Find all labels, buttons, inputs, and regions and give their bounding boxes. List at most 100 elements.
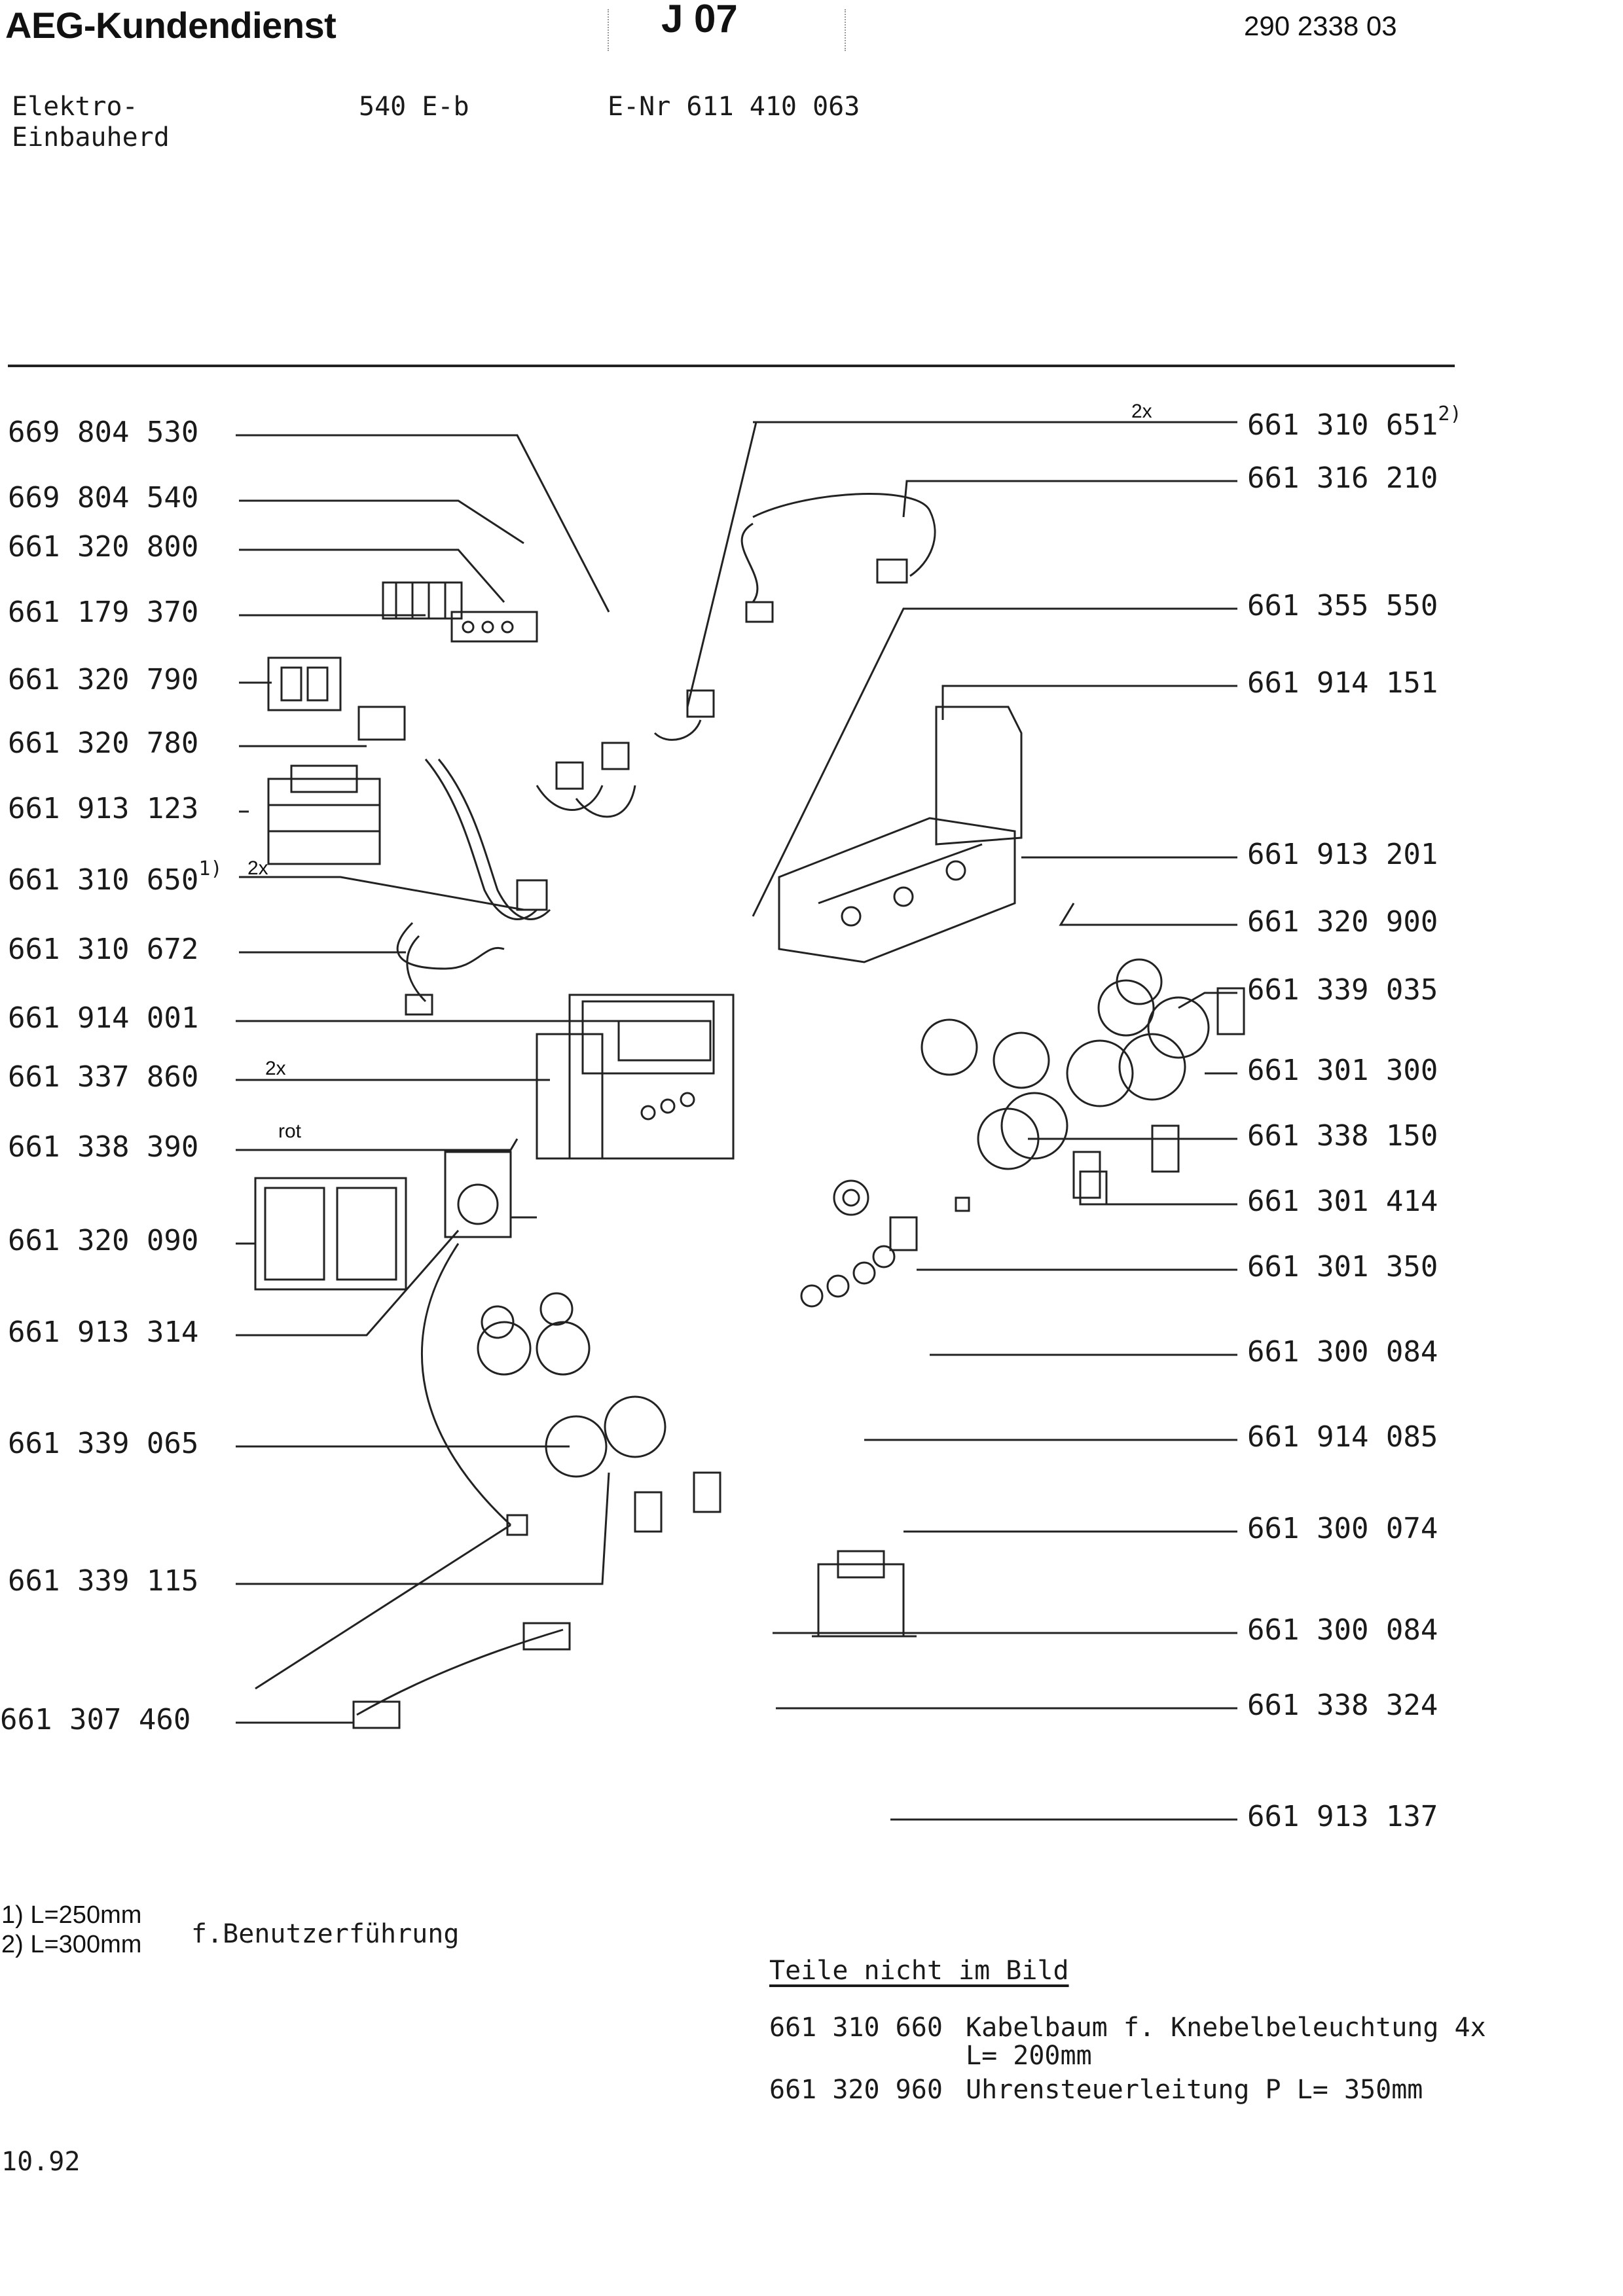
right-part-number: 661 338 324	[1247, 1689, 1438, 1722]
right-part-number: 661 310 6512)	[1247, 403, 1462, 442]
part-number-text: 661 320 780	[8, 726, 199, 760]
right-leader-line	[1059, 903, 1237, 926]
part-number-text: 669 804 530	[8, 416, 199, 449]
part-number-text: 661 320 090	[8, 1224, 199, 1257]
right-part-number: 661 300 074	[1247, 1512, 1438, 1545]
not-shown-item-2-desc: Uhrensteuerleitung P L= 350mm	[966, 2075, 1423, 2105]
footnote-marker: 1)	[198, 857, 223, 880]
part-number-text: 661 310 650	[8, 863, 199, 897]
left-part-number: 661 310 672	[8, 933, 198, 966]
right-leader-line	[686, 421, 1237, 708]
relay-block-icon	[267, 656, 342, 711]
left-leader-line	[236, 1138, 519, 1151]
left-part-number: 661 320 800	[8, 530, 198, 564]
left-part-number: 669 804 530	[8, 416, 198, 449]
footnote-1: 1) L=250mm	[1, 1901, 142, 1929]
part-number-text: 661 310 651	[1247, 408, 1438, 442]
small-connector-icon	[357, 706, 406, 741]
part-number-text: 661 913 201	[1247, 838, 1438, 871]
left-part-number: 661 320 790	[8, 663, 198, 696]
right-part-number: 661 316 210	[1247, 461, 1438, 495]
part-number-text: 661 320 900	[1247, 905, 1438, 939]
right-part-number: 661 339 035	[1247, 973, 1438, 1007]
right-part-number: 661 320 900	[1247, 905, 1438, 939]
tag-box-left	[608, 9, 609, 51]
cable-harness-icon	[740, 493, 936, 623]
left-leader-line	[236, 1472, 610, 1585]
right-part-number: 661 914 085	[1247, 1420, 1438, 1454]
left-part-number: 661 913 314	[8, 1316, 198, 1349]
not-shown-heading: Teile nicht im Bild	[769, 1956, 1069, 1986]
control-board-icon	[778, 706, 1023, 963]
knob-cluster-left-icon	[477, 1292, 666, 1478]
part-number-text: 661 337 860	[8, 1060, 199, 1094]
left-leader-line	[239, 548, 505, 603]
left-leader-line	[236, 1230, 460, 1336]
not-shown-item-2-number: 661 320 960	[769, 2075, 943, 2105]
right-part-number: 661 301 414	[1247, 1185, 1438, 1218]
part-number-text: 661 300 074	[1247, 1512, 1438, 1545]
part-number-text: 661 316 210	[1247, 461, 1438, 495]
left-part-number: 661 320 780	[8, 726, 198, 760]
part-number-text: 661 320 800	[8, 530, 199, 564]
qty-annotation-860: 2x	[265, 1058, 286, 1079]
part-number-text: 661 914 001	[8, 1001, 199, 1035]
right-part-number: 661 914 151	[1247, 666, 1438, 700]
left-part-number: 661 338 390	[8, 1130, 198, 1164]
left-part-number: 661 339 115	[8, 1564, 198, 1598]
part-number-text: 661 914 085	[1247, 1420, 1438, 1454]
right-leader-line	[902, 480, 1237, 518]
right-part-number: 661 338 150	[1247, 1119, 1438, 1153]
right-part-number: 661 355 550	[1247, 589, 1438, 622]
part-number-text: 661 320 790	[8, 663, 199, 696]
footnote-marker: 2)	[1438, 403, 1462, 425]
product-type-line2: Einbauherd	[12, 122, 170, 152]
part-number-text: 661 355 550	[1247, 589, 1438, 622]
plug-cables-icon	[536, 689, 715, 818]
timer-motor-icon	[444, 1151, 537, 1238]
part-number-text: 661 300 084	[1247, 1613, 1438, 1647]
right-leader-line	[941, 685, 1237, 720]
right-leader-line	[752, 607, 1237, 917]
right-leader-line	[1178, 992, 1237, 1009]
left-part-number: 661 914 001	[8, 1001, 198, 1035]
part-number-text: 661 913 137	[1247, 1800, 1438, 1833]
terminal-strip-icon	[450, 611, 538, 643]
header-rule	[8, 365, 1455, 367]
right-part-number: 661 300 084	[1247, 1335, 1438, 1369]
part-number-text: 661 307 460	[0, 1703, 191, 1736]
part-number-text: 661 301 300	[1247, 1054, 1438, 1087]
brand-title: AEG-Kundendienst	[5, 5, 337, 46]
transformer-icon	[267, 764, 381, 865]
part-number-text: 661 300 084	[1247, 1335, 1438, 1369]
qty-annotation-650: 2x	[247, 857, 268, 879]
part-number-text: 661 301 350	[1247, 1250, 1438, 1283]
left-part-number: 661 339 065	[8, 1427, 198, 1460]
part-number-text: 669 804 540	[8, 481, 199, 514]
right-part-number: 661 301 300	[1247, 1054, 1438, 1087]
right-part-number: 661 913 137	[1247, 1800, 1438, 1833]
part-number-text: 661 338 324	[1247, 1689, 1438, 1722]
connector-block-icon	[382, 581, 463, 620]
part-number-text: 661 301 414	[1247, 1185, 1438, 1218]
temperature-probe-icon	[255, 1243, 528, 1690]
part-drawings	[254, 493, 1245, 1729]
selector-switch-icon	[254, 1177, 407, 1291]
sheet-tag: J 07	[661, 0, 738, 41]
ribbon-cable-icon	[424, 759, 551, 920]
part-number-text: 661 913 314	[8, 1316, 199, 1349]
right-part-number: 661 300 084	[1247, 1613, 1438, 1647]
document-number: 290 2338 03	[1244, 10, 1397, 41]
left-leader-line	[239, 876, 524, 911]
part-number-text: 661 914 151	[1247, 666, 1438, 700]
right-part-number: 661 913 201	[1247, 838, 1438, 871]
mounting-bracket-icon	[352, 1622, 571, 1729]
knob-cluster-right-icon	[921, 958, 1210, 1170]
color-annotation-rot: rot	[278, 1121, 302, 1142]
left-part-number: 661 307 460	[0, 1703, 191, 1736]
part-number-text: 661 338 150	[1247, 1119, 1438, 1153]
right-part-number: 661 301 350	[1247, 1250, 1438, 1283]
left-part-number: 661 337 860	[8, 1060, 198, 1094]
left-part-number: 661 310 6501)	[8, 857, 223, 897]
